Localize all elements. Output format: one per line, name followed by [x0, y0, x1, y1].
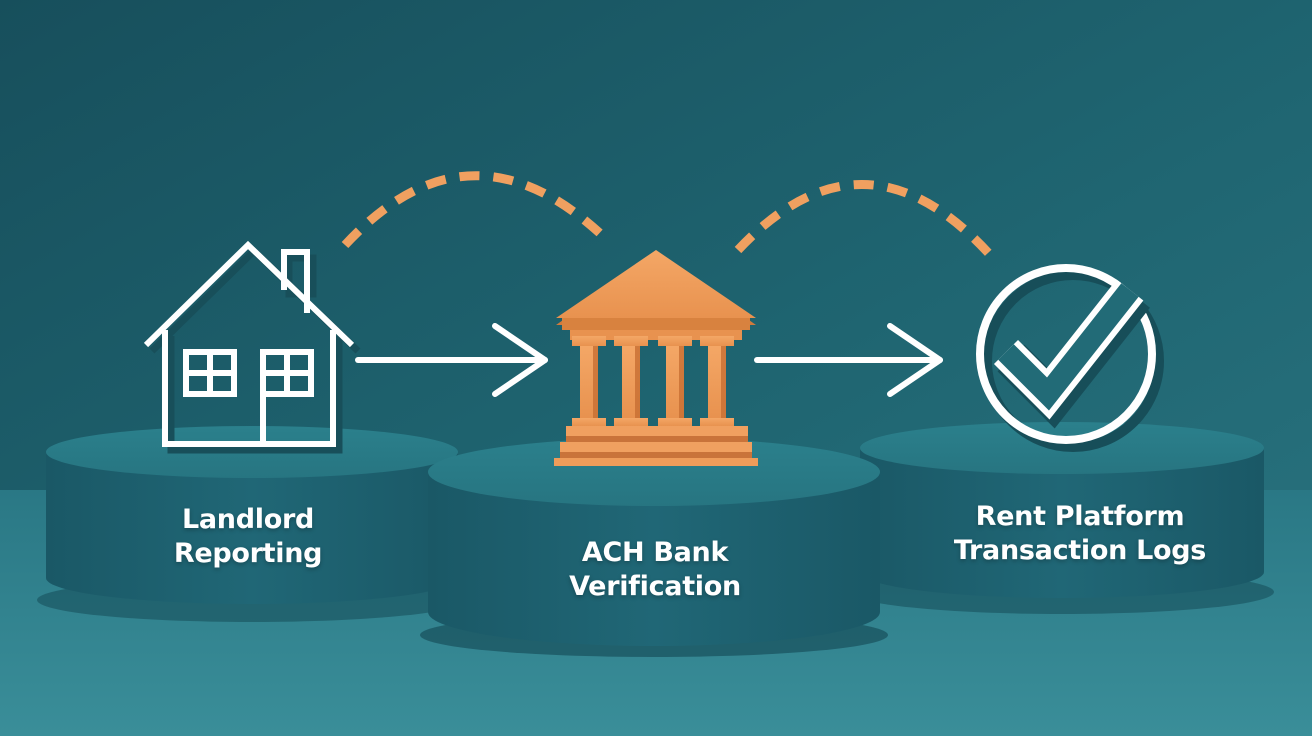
pedestal-rent-platform	[850, 422, 1274, 614]
pedestal-ach-bank	[420, 438, 888, 657]
check-circle-icon	[976, 264, 1164, 452]
step-label-line1: ACH Bank	[581, 537, 729, 568]
house-icon	[143, 240, 361, 454]
arrow-right-icon	[754, 323, 943, 397]
step-label-ach-bank-verification: ACH Bank Verification	[510, 536, 800, 604]
step-label-line2: Reporting	[173, 538, 323, 569]
step-label-line2: Verification	[569, 571, 741, 602]
step-label-line1: Rent Platform	[975, 501, 1185, 532]
pedestal-landlord	[37, 426, 467, 622]
dashed-arc-2	[734, 179, 997, 262]
step-label-landlord-reporting: Landlord Reporting	[108, 503, 388, 571]
bank-icon	[554, 250, 758, 466]
arrow-right-icon	[355, 323, 548, 397]
step-label-rent-platform-transaction-logs: Rent Platform Transaction Logs	[920, 500, 1240, 568]
dashed-arc-1	[341, 171, 609, 249]
step-label-line2: Transaction Logs	[953, 535, 1207, 566]
step-label-line1: Landlord	[181, 504, 315, 535]
